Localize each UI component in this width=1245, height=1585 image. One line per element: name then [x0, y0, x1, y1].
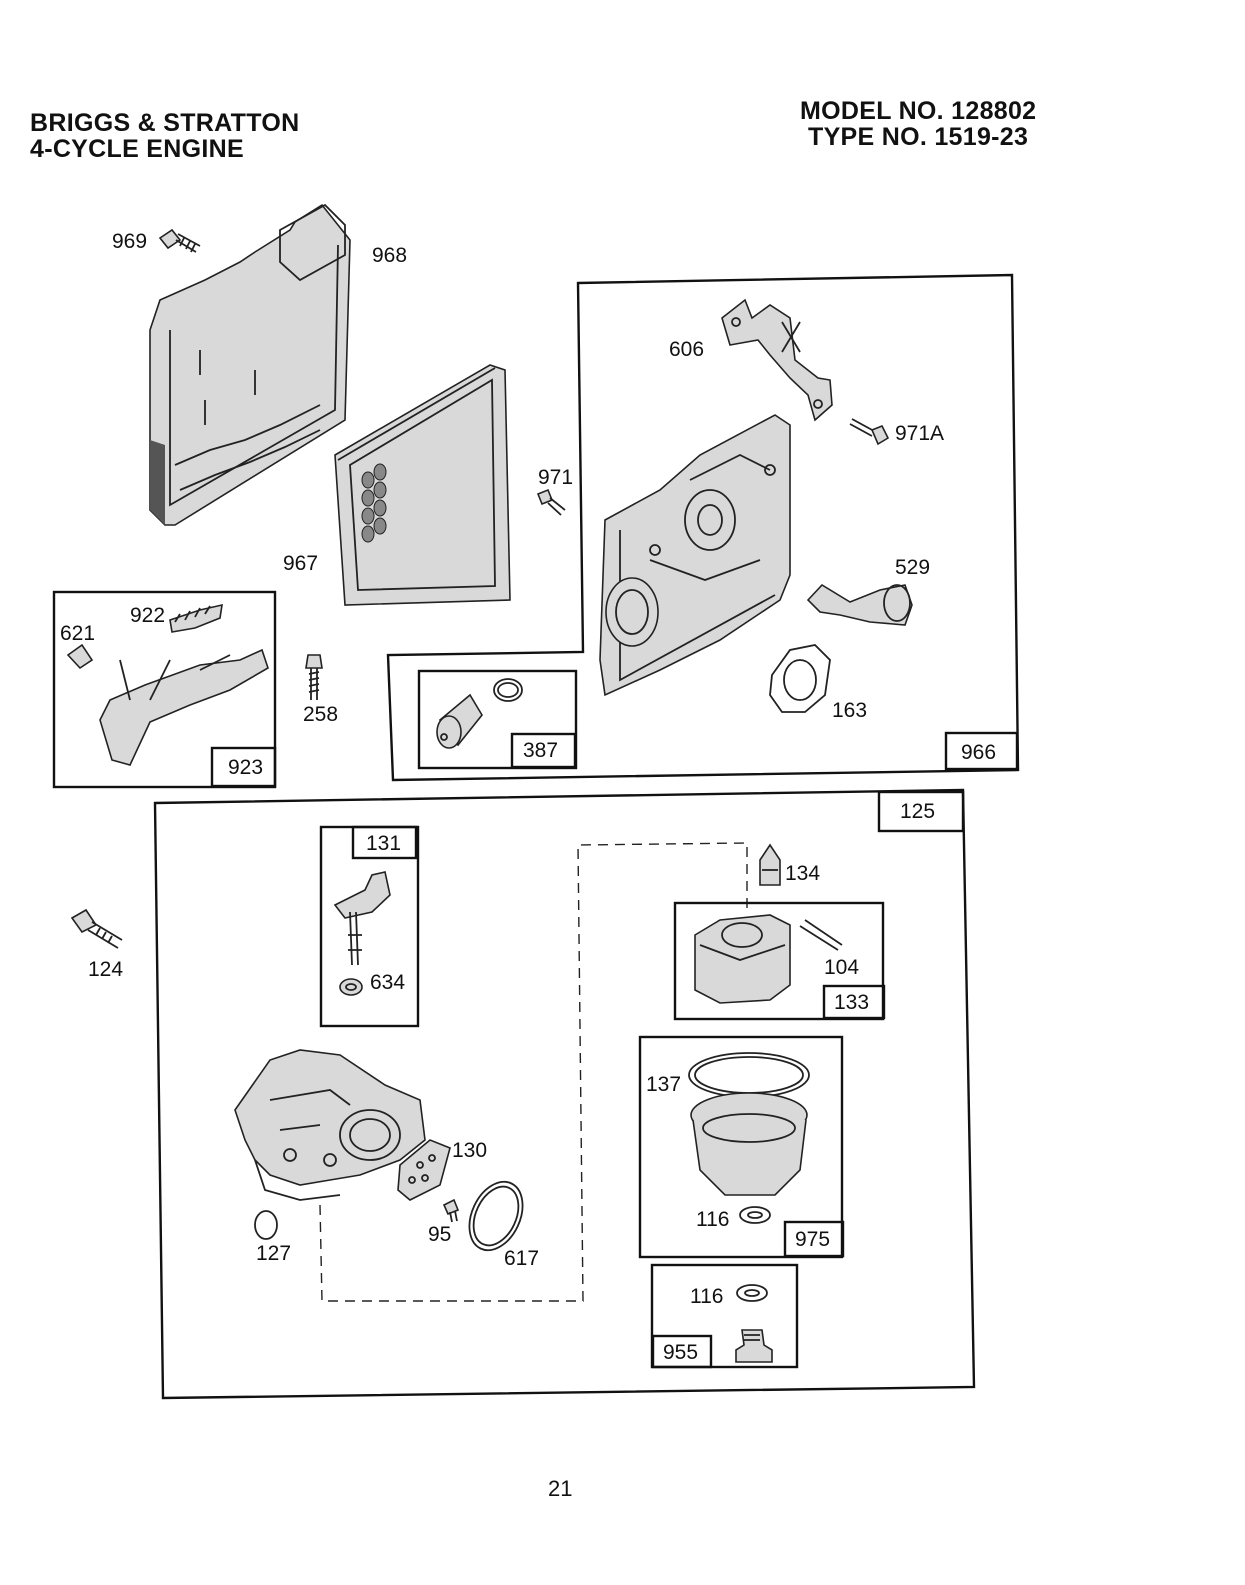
part-label-922: 922 [130, 604, 165, 627]
float-133-illustration [695, 915, 842, 1003]
part-label-634: 634 [370, 971, 405, 994]
kit-label-125: 125 [900, 800, 935, 823]
part-label-134: 134 [785, 862, 820, 885]
inlet-needle-134-illustration [760, 845, 780, 885]
plug-127-illustration [255, 1211, 277, 1239]
part-label-967: 967 [283, 552, 318, 575]
bolt-124-illustration [72, 910, 122, 948]
part-label-130: 130 [452, 1139, 487, 1162]
screw-971A-illustration [850, 419, 888, 444]
part-label-163: 163 [832, 699, 867, 722]
air-cleaner-base-illustration [600, 415, 790, 695]
primer-bulb-387-illustration [437, 679, 522, 748]
kit-label-975: 975 [795, 1228, 830, 1251]
part-label-116-bowl: 116 [696, 1208, 729, 1231]
leader-line-body-to-bowl [320, 843, 747, 1301]
screw-95-illustration [444, 1200, 458, 1222]
kit-label-133: 133 [834, 991, 869, 1014]
part-label-617: 617 [504, 1247, 539, 1270]
kit-label-955: 955 [663, 1341, 698, 1364]
kit-label-923: 923 [228, 756, 263, 779]
o-ring-617-illustration [459, 1173, 533, 1259]
part-label-95: 95 [428, 1223, 451, 1246]
air-filter-illustration [335, 365, 510, 605]
part-label-971A: 971A [895, 422, 944, 445]
part-label-137: 137 [646, 1073, 681, 1096]
kit-label-131: 131 [366, 832, 401, 855]
part-label-971: 971 [538, 466, 573, 489]
screw-971-illustration [538, 490, 565, 515]
float-bowl-975-illustration [689, 1053, 809, 1223]
part-label-258: 258 [303, 703, 338, 726]
bolt-258-illustration [306, 655, 322, 700]
page-number: 21 [548, 1476, 572, 1502]
governor-linkage-923-illustration [68, 605, 268, 765]
gasket-163-illustration [770, 645, 830, 712]
bracket-606-illustration [722, 300, 832, 420]
kit-label-387: 387 [523, 739, 558, 762]
part-label-116-nut: 116 [690, 1285, 723, 1308]
part-label-968: 968 [372, 244, 407, 267]
part-label-104: 104 [824, 956, 859, 979]
elbow-529-illustration [808, 585, 912, 625]
part-label-529: 529 [895, 556, 930, 579]
bolt-969-illustration [160, 230, 200, 252]
carburetor-body-illustration [235, 1050, 425, 1200]
part-label-124: 124 [88, 958, 123, 981]
part-label-969: 969 [112, 230, 147, 253]
part-label-127: 127 [256, 1242, 291, 1265]
part-label-606: 606 [669, 338, 704, 361]
bowl-nut-955-illustration [736, 1285, 772, 1362]
air-cleaner-housing-illustration [150, 205, 350, 525]
part-label-621: 621 [60, 622, 95, 645]
kit-label-966: 966 [961, 741, 996, 764]
